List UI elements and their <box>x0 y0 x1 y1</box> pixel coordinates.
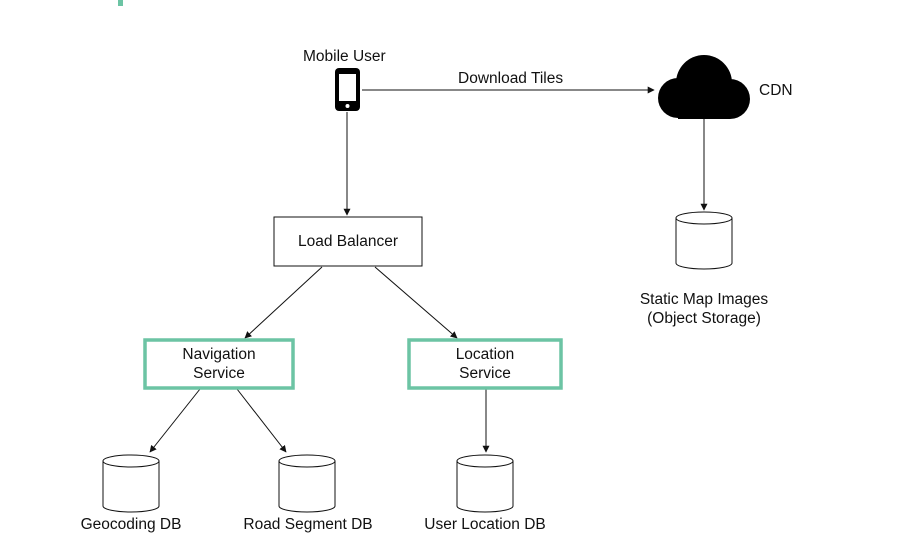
mobile-user-label: Mobile User <box>303 48 386 65</box>
user-location-db-label: User Location DB <box>424 516 546 533</box>
load-balancer-label: Load Balancer <box>298 233 398 250</box>
cdn-label: CDN <box>759 82 793 99</box>
static-map-images-label: Static Map Images (Object Storage) <box>639 291 769 327</box>
edge-navigation-to-geocoding <box>149 388 201 453</box>
database-cylinder-icon <box>675 211 733 270</box>
cloud-icon <box>658 55 750 119</box>
title-accent-bar <box>118 0 123 6</box>
download-tiles-label: Download Tiles <box>458 70 564 87</box>
database-cylinder-icon <box>456 454 514 513</box>
mobile-phone-icon <box>335 68 360 111</box>
location-service-box <box>407 338 563 390</box>
load-balancer-box <box>273 216 423 267</box>
road-segment-db-label: Road Segment DB <box>243 516 373 533</box>
database-cylinder-icon <box>102 454 160 513</box>
geocoding-db-label: Geocoding DB <box>80 516 182 533</box>
navigation-service-label: Navigation Service <box>182 346 256 382</box>
location-service-label: Location Service <box>455 346 515 382</box>
database-cylinder-icon <box>278 454 336 513</box>
edge-lb-to-navigation <box>244 266 323 339</box>
navigation-service-box <box>143 338 295 390</box>
edge-lb-to-location <box>374 266 458 339</box>
edge-navigation-to-road-segment <box>236 388 287 453</box>
